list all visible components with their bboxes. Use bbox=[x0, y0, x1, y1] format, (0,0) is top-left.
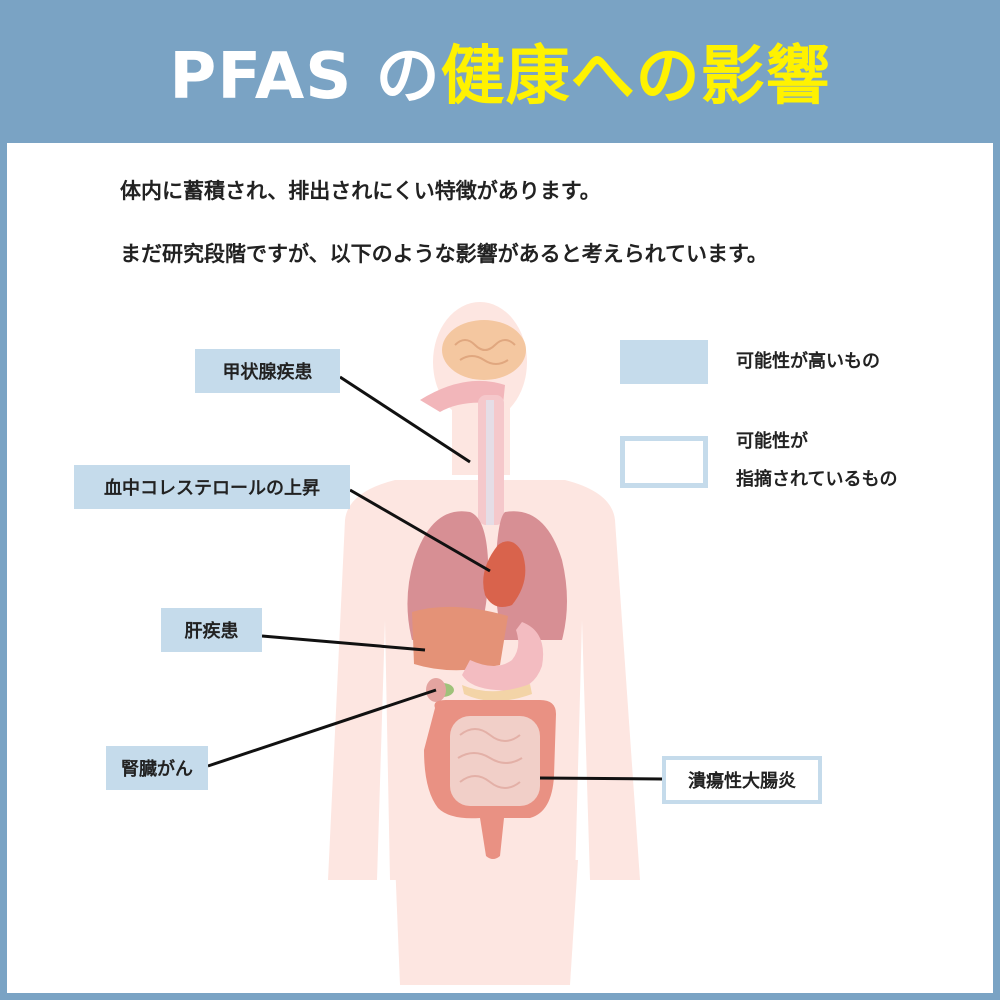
left-lung-organ bbox=[407, 511, 489, 640]
intro-line-2: まだ研究段階ですが、以下のような影響があると考えられています。 bbox=[120, 242, 768, 266]
leader-line-colitis bbox=[539, 776, 663, 781]
legend-label-suggested-1: 可能性が bbox=[736, 431, 808, 452]
leader-line-liver bbox=[261, 634, 426, 652]
stomach-organ bbox=[462, 622, 544, 691]
leader-line-thyroid bbox=[339, 375, 471, 464]
label-thyroid: 甲状腺疾患 bbox=[195, 349, 340, 393]
pancreas-organ bbox=[462, 684, 532, 701]
leader-line-kidney bbox=[207, 688, 437, 768]
liver-organ bbox=[412, 606, 508, 671]
label-colitis: 潰瘍性大腸炎 bbox=[662, 756, 822, 804]
page-title: PFAS の健康への影響 bbox=[169, 25, 830, 117]
small-intestine-organ bbox=[450, 716, 540, 806]
leader-line-cholesterol bbox=[349, 488, 491, 573]
title-prefix: PFAS の bbox=[169, 40, 441, 114]
header-bar: PFAS の健康への影響 bbox=[0, 0, 1000, 142]
legend-swatch-suggested bbox=[620, 436, 708, 488]
legend-label-suggested-2: 指摘されているもの bbox=[736, 469, 898, 490]
title-highlight: 健康への影響 bbox=[440, 40, 831, 114]
leader-lines bbox=[207, 375, 663, 781]
brain-organ bbox=[442, 320, 526, 380]
heart-organ bbox=[483, 541, 526, 608]
label-cholesterol: 血中コレステロールの上昇 bbox=[74, 465, 350, 509]
label-kidney: 腎臓がん bbox=[106, 746, 208, 790]
intro-line-1: 体内に蓄積され、排出されにくい特徴があります。 bbox=[120, 179, 601, 203]
trachea-organ bbox=[420, 380, 505, 525]
legend-label-likely: 可能性が高いもの bbox=[736, 351, 880, 372]
legend-swatch-likely bbox=[620, 340, 708, 384]
label-liver: 肝疾患 bbox=[161, 608, 262, 652]
